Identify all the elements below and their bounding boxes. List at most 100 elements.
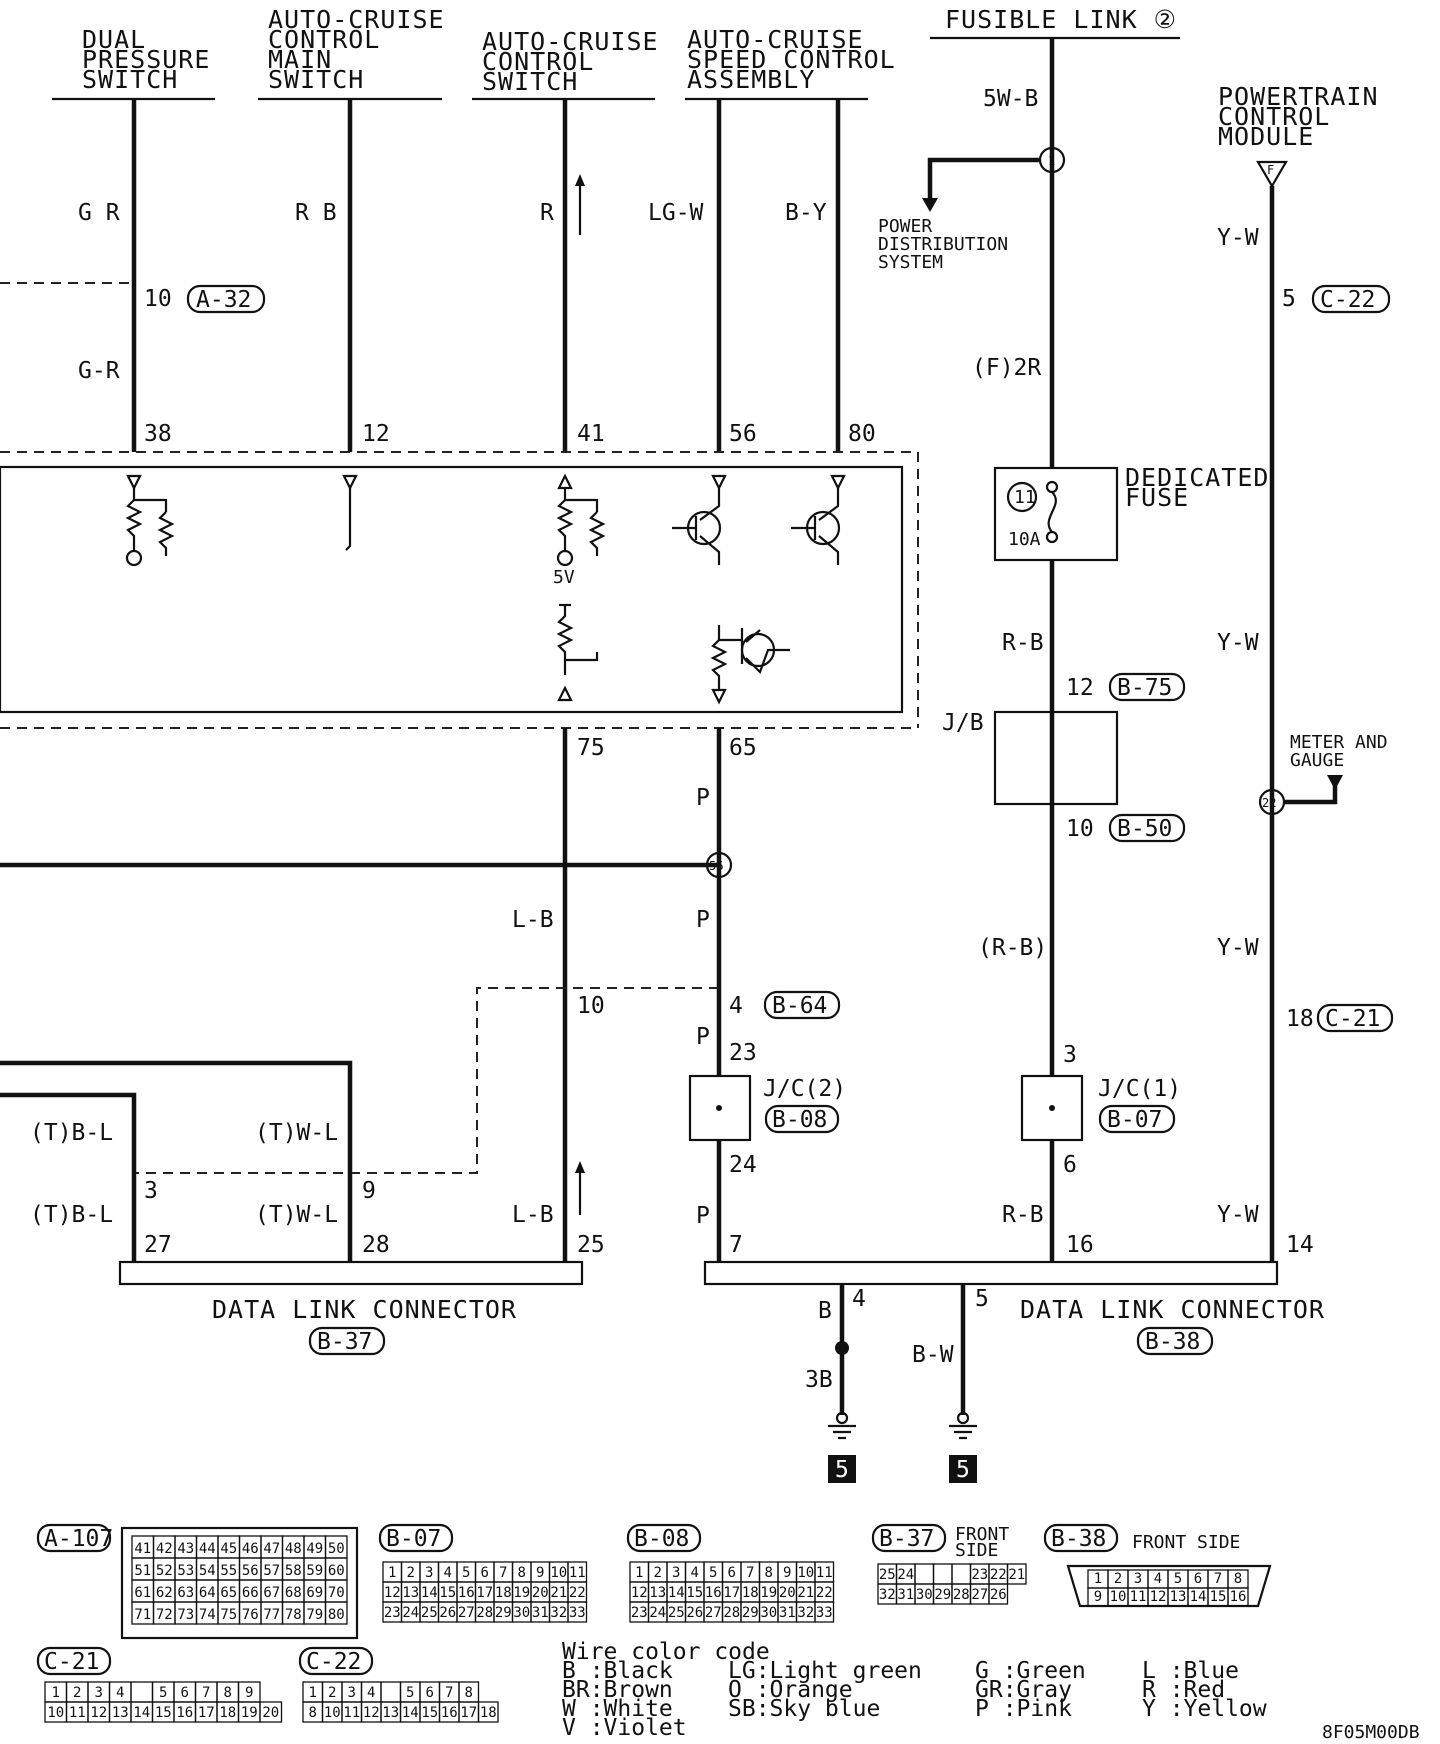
svg-text:38: 38 xyxy=(144,421,172,447)
b07-pin: 18 xyxy=(495,1585,512,1601)
svg-text:C-21: C-21 xyxy=(44,1649,99,1675)
b38-pin: 10 xyxy=(1110,1589,1127,1605)
color-code-entry: W :White xyxy=(562,1696,673,1722)
pcm-label: POWERTRAIN CONTROL MODULE xyxy=(1218,82,1378,151)
svg-text:80: 80 xyxy=(848,421,876,447)
b08-pin: 2 xyxy=(654,1565,662,1581)
svg-text:Wire color code: Wire color code xyxy=(562,1639,770,1665)
a107-pin: 42 xyxy=(156,1541,173,1557)
svg-text:B-64: B-64 xyxy=(772,993,827,1019)
svg-text:METER AND: METER AND xyxy=(1290,732,1388,753)
c21-pin: 5 xyxy=(159,1685,167,1701)
c22-cell xyxy=(477,1701,499,1723)
b08-pin: 27 xyxy=(705,1605,722,1621)
b08-pin: 7 xyxy=(746,1565,754,1581)
svg-text:CONTROL: CONTROL xyxy=(268,25,380,54)
svg-text:11: 11 xyxy=(1014,487,1036,508)
b08-cell xyxy=(814,1601,835,1623)
svg-text:10: 10 xyxy=(577,993,605,1019)
b37-pin: 25 xyxy=(879,1567,896,1583)
svg-text:12: 12 xyxy=(1066,675,1094,701)
a107-pin: 49 xyxy=(306,1541,323,1557)
c21-pin: 2 xyxy=(73,1685,81,1701)
a107-pin: 44 xyxy=(199,1541,216,1557)
color-code-entry: O :Orange xyxy=(728,1677,853,1703)
a107-pin: 65 xyxy=(220,1585,237,1601)
c21-pin: 17 xyxy=(198,1705,215,1721)
b08-pin: 6 xyxy=(728,1565,736,1581)
svg-text:SWITCH: SWITCH xyxy=(482,67,578,96)
b07-pin: 11 xyxy=(569,1565,586,1581)
a107-pin: 58 xyxy=(285,1563,302,1579)
c21-pin: 9 xyxy=(245,1685,253,1701)
dlc-right-label: DATA LINK CONNECTOR xyxy=(1020,1295,1325,1324)
a107-pin: 54 xyxy=(199,1563,216,1579)
c21-pin: 11 xyxy=(69,1705,86,1721)
svg-text:B-75: B-75 xyxy=(1117,675,1172,701)
dual-pressure-switch-label: DUAL PRESSURE SWITCH xyxy=(82,25,209,94)
b07-pin: 10 xyxy=(550,1565,567,1581)
b38-pin: 8 xyxy=(1234,1571,1242,1587)
a107-pin: 69 xyxy=(306,1585,323,1601)
svg-text:6: 6 xyxy=(1063,1152,1077,1178)
b07-cell xyxy=(567,1601,588,1623)
c21-pin: 14 xyxy=(133,1705,150,1721)
b38-pin: 6 xyxy=(1194,1571,1202,1587)
a107-pin: 78 xyxy=(285,1607,302,1623)
svg-text:(T)W-L: (T)W-L xyxy=(255,1120,338,1146)
svg-text:5V: 5V xyxy=(553,567,575,588)
c21-pin: 1 xyxy=(52,1685,60,1701)
fusible-link-label: FUSIBLE LINK ② xyxy=(945,5,1177,34)
b07-pin: 27 xyxy=(458,1605,475,1621)
b07-pin: 9 xyxy=(536,1565,544,1581)
a107-pin: 67 xyxy=(263,1585,280,1601)
c22-pin: 12 xyxy=(363,1705,380,1721)
b07-pin: 6 xyxy=(481,1565,489,1581)
b37-cell xyxy=(932,1563,953,1585)
svg-text:(T)W-L: (T)W-L xyxy=(255,1202,338,1228)
svg-text:B-37: B-37 xyxy=(879,1526,934,1552)
b08-pin: 20 xyxy=(779,1585,796,1601)
a107-pin: 47 xyxy=(263,1541,280,1557)
svg-text:L-B: L-B xyxy=(512,907,554,933)
svg-text:CONTROL: CONTROL xyxy=(482,47,594,76)
svg-text:(R-B): (R-B) xyxy=(978,935,1047,961)
a107-pin: 74 xyxy=(199,1607,216,1623)
a107-pin: 68 xyxy=(285,1585,302,1601)
svg-text:28: 28 xyxy=(362,1232,390,1258)
svg-text:22: 22 xyxy=(1262,796,1276,810)
connector-c22: C-22 xyxy=(1311,284,1391,314)
b37-pin: 29 xyxy=(934,1587,951,1603)
b07-pin: 29 xyxy=(495,1605,512,1621)
power-distribution-label: POWER DISTRIBUTION SYSTEM xyxy=(878,216,1008,273)
svg-text:A-32: A-32 xyxy=(196,287,251,313)
b38-pin: 13 xyxy=(1170,1589,1187,1605)
b07-pin: 31 xyxy=(532,1605,549,1621)
b07-pin: 13 xyxy=(402,1585,419,1601)
svg-text:ASSEMBLY: ASSEMBLY xyxy=(687,65,815,94)
b37-cell xyxy=(988,1583,1009,1605)
b08-pin: 29 xyxy=(742,1605,759,1621)
svg-text:4: 4 xyxy=(729,993,743,1019)
color-code-entry: L :Blue xyxy=(1142,1658,1239,1684)
b37-pin: 31 xyxy=(897,1587,914,1603)
splice-56 xyxy=(705,851,733,879)
c22-pin: 7 xyxy=(445,1685,453,1701)
svg-text:25: 25 xyxy=(577,1232,605,1258)
svg-text:R B: R B xyxy=(295,200,337,226)
svg-text:B: B xyxy=(818,1298,832,1324)
a107-pin: 76 xyxy=(242,1607,259,1623)
svg-text:B-07: B-07 xyxy=(386,1526,441,1552)
svg-text:4: 4 xyxy=(852,1286,866,1312)
svg-text:3: 3 xyxy=(144,1178,158,1204)
a107-pin: 48 xyxy=(285,1541,302,1557)
cruise-control-switch-label: AUTO-CRUISE CONTROL SWITCH xyxy=(482,27,658,96)
b37-pin: 24 xyxy=(897,1567,914,1583)
connector-b08: B-08 xyxy=(764,1104,840,1134)
b37-cell xyxy=(1006,1563,1027,1585)
b08-pin: 30 xyxy=(760,1605,777,1621)
a107-pin: 45 xyxy=(220,1541,237,1557)
connector-b07: B-07 xyxy=(1098,1104,1176,1134)
svg-text:SWITCH: SWITCH xyxy=(82,65,178,94)
